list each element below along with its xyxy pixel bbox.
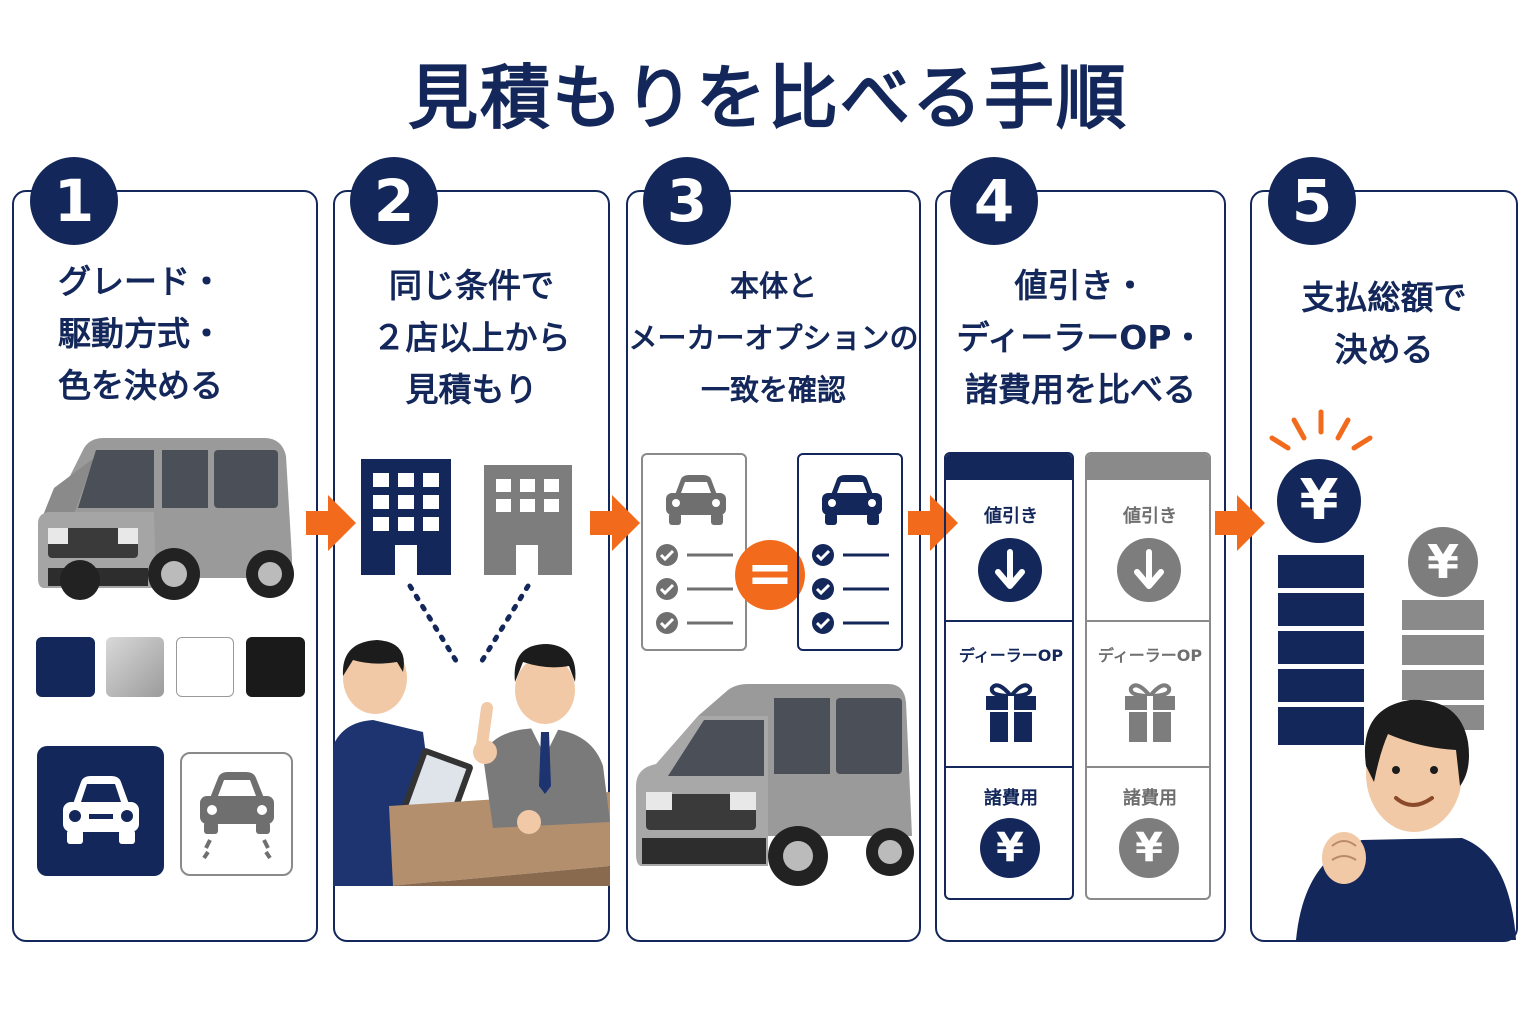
car-offroad-icon <box>200 772 274 860</box>
checklist-gray-icon <box>656 544 733 634</box>
color-swatch-silver[interactable] <box>106 637 164 697</box>
drive-2wd-tile[interactable] <box>37 746 164 876</box>
dealer-op-label-b: ディーラーOP <box>1097 646 1203 665</box>
gift-icon <box>1125 683 1175 742</box>
spec-card-left <box>641 453 747 651</box>
down-arrow-icon <box>1117 538 1181 602</box>
step-3-heading: 本体と メーカーオプションの 一致を確認 <box>628 269 919 407</box>
quote-column-b: 値引き ディーラーOP 諸費用 ¥ <box>1085 452 1211 900</box>
color-swatch-navy[interactable] <box>36 637 95 697</box>
gift-icon <box>986 683 1036 742</box>
step-5-number: 5 <box>1268 157 1356 245</box>
divider <box>946 620 1072 622</box>
step-1-heading: グレード・ 駆動方式・ 色を決める <box>58 262 223 405</box>
yen-coin-navy-icon: ¥ <box>1277 459 1361 543</box>
yen-icon: ¥ <box>1119 818 1179 878</box>
divider <box>1087 620 1209 622</box>
yen-icon: ¥ <box>980 818 1040 878</box>
dealer-building-navy-icon <box>361 459 451 575</box>
color-swatch-black[interactable] <box>246 637 305 697</box>
car-navy-icon <box>822 475 882 525</box>
equals-badge: = <box>735 540 805 610</box>
page-title: 見積もりを比べる手順 <box>408 57 1128 139</box>
divider <box>946 766 1072 768</box>
step-4-number: 4 <box>950 157 1038 245</box>
dealer-op-label-a: ディーラーOP <box>958 646 1064 665</box>
dealer-building-gray-icon <box>484 465 572 575</box>
arrow-4-icon <box>1215 495 1265 551</box>
spec-card-right <box>797 453 903 651</box>
step-2-heading: 同じ条件で ２店以上から 見積もり <box>372 266 571 409</box>
customer-and-salesperson-illustration <box>333 640 610 886</box>
discount-label-b: 値引き <box>1123 506 1177 527</box>
arrow-3-icon <box>908 495 958 551</box>
satisfied-customer-illustration <box>1296 699 1516 940</box>
checklist-navy-icon <box>812 544 889 634</box>
drive-4wd-tile[interactable] <box>180 752 293 876</box>
arrow-2-icon <box>590 495 640 551</box>
kei-car-icon <box>38 438 294 600</box>
car-gray-icon <box>666 475 726 525</box>
down-arrow-icon <box>978 538 1042 602</box>
step-5-heading: 支払総額で 決める <box>1301 278 1467 369</box>
step-2-number: 2 <box>350 157 438 245</box>
divider <box>1087 766 1209 768</box>
yen-coin-gray-icon: ¥ <box>1408 527 1478 597</box>
quote-column-a: 値引き ディーラーOP 諸費用 ¥ <box>944 452 1074 900</box>
kei-car-front-icon <box>636 684 914 886</box>
connection-dotted-lines <box>407 583 531 667</box>
discount-label-a: 値引き <box>984 506 1038 527</box>
arrow-1-icon <box>306 495 356 551</box>
fees-label-a: 諸費用 <box>984 788 1038 809</box>
fees-label-b: 諸費用 <box>1123 788 1177 809</box>
total-cost-bar-navy <box>1278 555 1364 745</box>
step-1-number: 1 <box>30 157 118 245</box>
highlight-burst-icon <box>1269 409 1373 451</box>
car-front-icon <box>63 776 139 844</box>
color-swatch-white[interactable] <box>176 637 234 697</box>
quote-column-a-header <box>946 454 1072 480</box>
step-3-number: 3 <box>643 157 731 245</box>
quote-column-b-header <box>1087 454 1209 480</box>
step-4-heading: 値引き・ ディーラーOP・ 諸費用を比べる <box>956 266 1205 409</box>
